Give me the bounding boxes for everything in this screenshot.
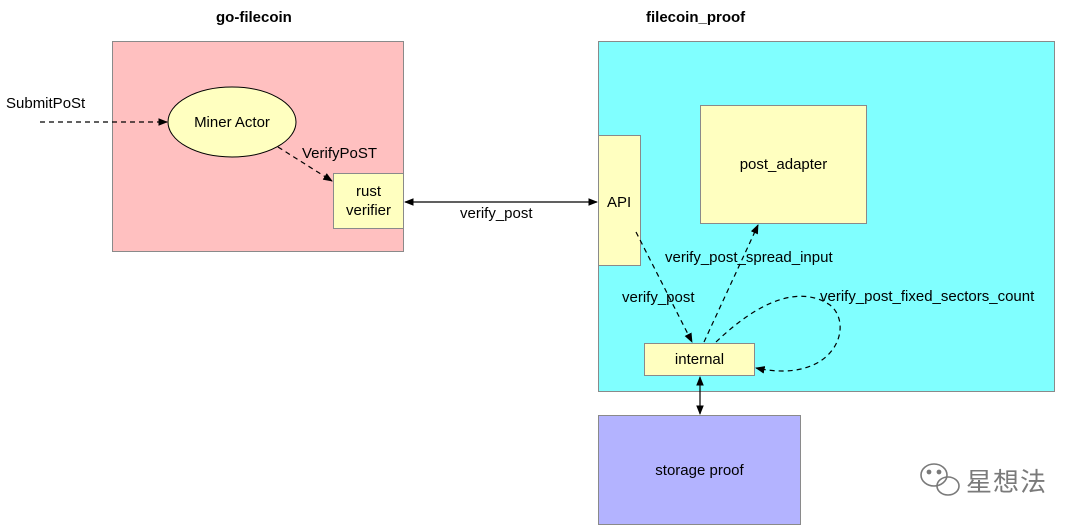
watermark-text: 星想法 <box>966 467 1048 497</box>
internal-to-post-adapter-arrow <box>703 224 759 343</box>
api-box: API <box>598 135 641 266</box>
miner-actor-ellipse <box>167 86 297 158</box>
internal-label: internal <box>674 351 725 368</box>
storage-proof-label: storage proof <box>655 461 744 479</box>
filecoin-proof-title: filecoin_proof <box>646 9 746 26</box>
verify-post-link-label: verify_post <box>460 205 533 222</box>
submit-post-label: SubmitPoSt <box>6 95 86 112</box>
storage-proof-box: storage proof <box>598 415 801 525</box>
rust-verifier-box: rust verifier <box>333 173 404 229</box>
verify-post-caps-arrow <box>277 146 333 182</box>
miner-actor-label: Miner Actor <box>194 113 270 131</box>
api-label: API <box>607 194 632 211</box>
post-adapter-box: post_adapter <box>700 105 867 224</box>
internal-box: internal <box>644 343 755 376</box>
rust-verifier-label-line1: rust <box>355 183 381 200</box>
verify-post-caps-label: VerifyPoST <box>302 145 378 162</box>
rust-verifier-label-line2: verifier <box>345 202 391 219</box>
internal-self-loop-arrow <box>715 295 841 374</box>
spread-input-label: verify_post_spread_input <box>665 249 833 266</box>
post-adapter-label: post_adapter <box>739 156 828 173</box>
fixed-sectors-count-label: verify_post_fixed_sectors_count <box>820 288 1035 305</box>
wechat-icon <box>920 463 960 496</box>
go-filecoin-title: go-filecoin <box>216 9 292 26</box>
verify-post-internal-label: verify_post <box>622 289 695 306</box>
api-to-internal-arrow <box>635 231 693 343</box>
